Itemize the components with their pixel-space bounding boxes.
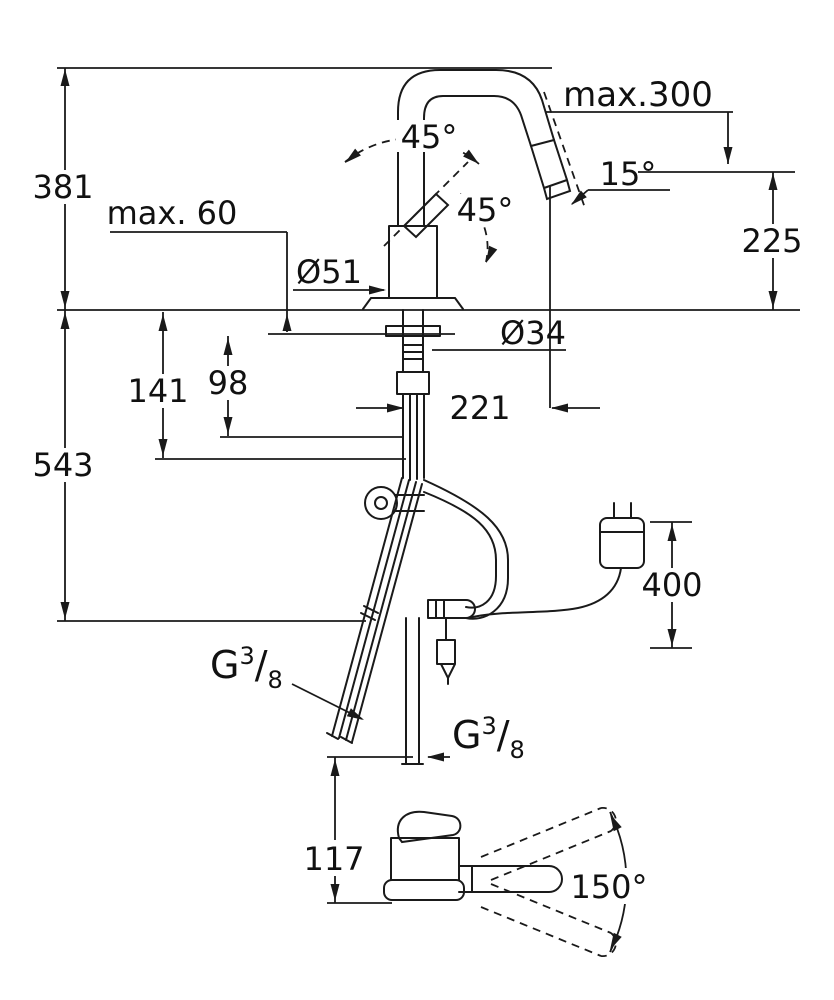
label-400: 400 — [641, 566, 702, 604]
plan-base — [383, 879, 465, 901]
hose-bundle — [402, 393, 425, 481]
label-117: 117 — [303, 840, 364, 878]
label-dia51: Ø51 — [296, 253, 362, 291]
label-381: 381 — [32, 168, 93, 206]
mounting-washer — [385, 325, 441, 337]
plan-handle — [396, 810, 462, 844]
faucet-outline — [326, 69, 645, 901]
power-cable — [467, 567, 622, 619]
label-543: 543 — [32, 446, 93, 484]
label-45-mid: 45° — [457, 191, 514, 229]
hose-bracket-inner — [374, 496, 388, 510]
hose-bracket-outer — [364, 486, 398, 520]
plan-spout — [458, 865, 563, 893]
label-g38-1: G3/8 — [210, 642, 283, 694]
power-plug — [599, 517, 645, 569]
valve-tee — [427, 599, 476, 619]
mounting-shank — [402, 309, 424, 373]
label-221: 221 — [449, 389, 510, 427]
power-plug-pins — [599, 502, 645, 533]
faucet-spout-inner — [423, 95, 532, 227]
label-max60: max. 60 — [107, 194, 238, 232]
supply-hose-caps — [326, 732, 353, 744]
handle-45-line — [383, 161, 469, 247]
pullout-hose-loop-inner — [423, 491, 497, 609]
mounting-nut — [396, 371, 430, 395]
label-45-top: 45° — [401, 118, 458, 156]
faucet-body — [388, 225, 438, 299]
faucet-base-flange — [362, 297, 464, 310]
dimension-labels: max.300 45° 15° 381 max. 60 45° 225 Ø51 … — [32, 75, 802, 906]
spray-head — [529, 138, 572, 201]
label-g38-2: G3/8 — [452, 712, 525, 764]
outlet-hose — [401, 617, 424, 765]
label-98: 98 — [208, 364, 249, 402]
plan-body — [390, 837, 460, 881]
faucet-handle — [402, 192, 450, 239]
max60-underline — [110, 231, 288, 332]
supply-hose-connector — [360, 605, 379, 621]
check-valve — [436, 617, 456, 685]
label-15: 15° — [600, 155, 657, 193]
label-141: 141 — [127, 372, 188, 410]
faucet-spout — [397, 69, 555, 227]
dim-98-line — [220, 333, 455, 438]
label-max300: max.300 — [563, 75, 713, 115]
label-dia34: Ø34 — [500, 314, 566, 352]
dim-117-line — [327, 756, 413, 904]
label-225: 225 — [741, 222, 802, 260]
label-150: 150° — [570, 868, 647, 906]
